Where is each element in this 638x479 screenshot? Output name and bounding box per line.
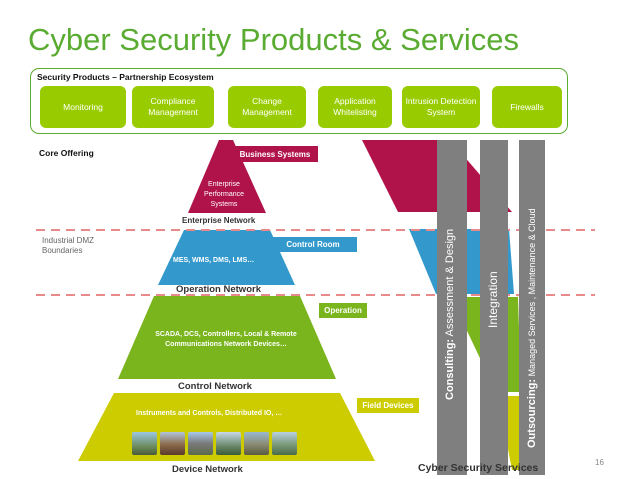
network-label-control: Control Network (178, 381, 252, 392)
product-application-whitelisting[interactable]: Application Whitelisting (318, 86, 392, 128)
pipeline-photo (244, 432, 269, 455)
outsourcing-rest: Managed Services , Maintenance & Cloud (527, 208, 537, 379)
product-change-management[interactable]: Change Management (228, 86, 306, 128)
page-number: 16 (595, 458, 604, 467)
level-content-field: Instruments and Controls, Distributed IO… (136, 410, 283, 417)
consulting-bold: Consulting: (444, 338, 456, 400)
product-intrusion-detection-system[interactable]: Intrusion Detection System (402, 86, 480, 128)
network-label-device: Device Network (172, 464, 243, 475)
plant-photo (188, 432, 213, 455)
level-content-operation-room: MES, WMS, DMS, LMS… (173, 257, 255, 264)
outsourcing-bold: Outsourcing: (526, 378, 538, 448)
services-footer: Cyber Security Services (418, 462, 539, 474)
consulting-rest: Assessment & Design (444, 228, 456, 339)
outsourcing-bar (519, 140, 545, 475)
pyramid-level-control-room (158, 230, 295, 285)
tag-operation: Operation (319, 303, 367, 318)
ecosystem-box (30, 68, 568, 134)
oil-pump-photo (132, 432, 157, 455)
tag-field-devices: Field Devices (357, 398, 419, 413)
refinery-photo (160, 432, 185, 455)
consulting-bar (437, 140, 467, 475)
tag-business-systems: Business Systems (232, 146, 318, 162)
pyramid-level-business (188, 140, 266, 213)
page-title: Cyber Security Products & Services (28, 22, 520, 57)
tank-photo (216, 432, 241, 455)
outsourcing-text: Outsourcing: Managed Services , Maintena… (526, 208, 538, 448)
pyramid-level-operation (118, 296, 336, 379)
core-offering-label: Core Offering (39, 148, 94, 158)
product-compliance-management[interactable]: Compliance Management (132, 86, 214, 128)
product-monitoring[interactable]: Monitoring (40, 86, 126, 128)
dmz-label: Industrial DMZ Boundaries (42, 236, 95, 255)
consulting-text: Consulting: Assessment & Design (444, 229, 456, 400)
network-label-enterprise: Enterprise Network (182, 216, 256, 225)
network-label-operation: Operation Network (176, 284, 261, 295)
level-content-enterprise: Enterprise Performance Systems (203, 181, 245, 208)
water-plant-photo (272, 432, 297, 455)
level-content-control: SCADA, DCS, Controllers, Local & Remote … (155, 331, 297, 348)
tag-control-room: Control Room (269, 237, 357, 252)
ecosystem-title: Security Products – Partnership Ecosyste… (37, 72, 214, 82)
integration-bar (480, 140, 508, 475)
integration-text: Integration (486, 271, 500, 328)
product-firewalls[interactable]: Firewalls (492, 86, 562, 128)
